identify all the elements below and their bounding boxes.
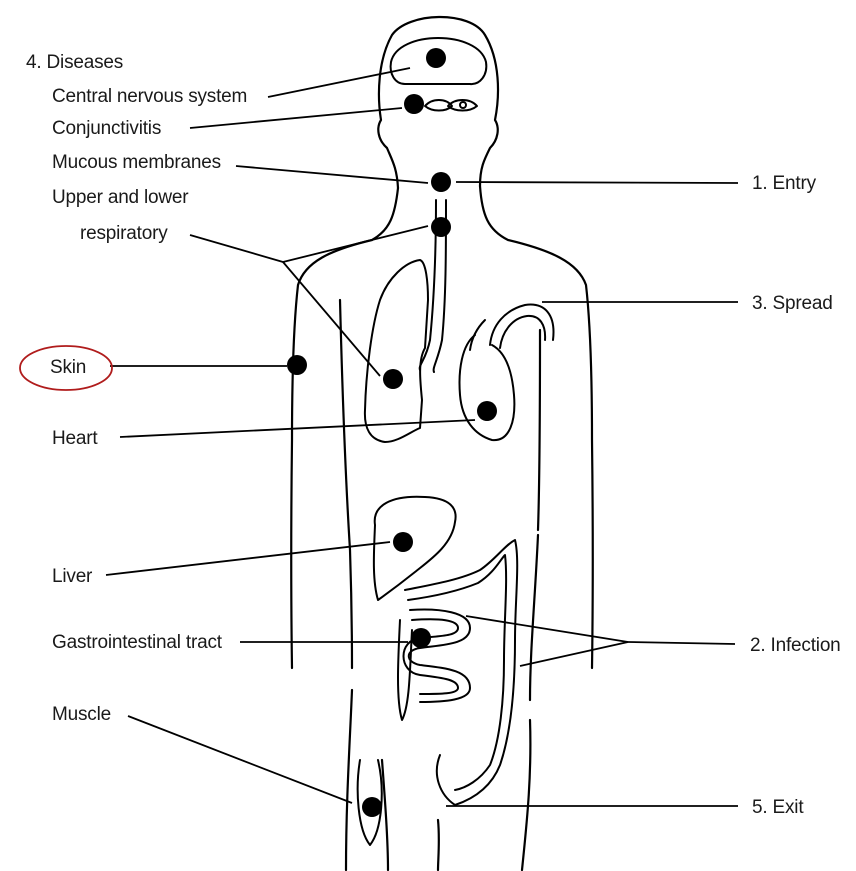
leader-entry [456,182,738,183]
label-liver: Liver [52,566,93,587]
heart [460,335,515,440]
right-armpit [538,330,540,530]
aorta-inner [500,316,545,348]
dot-brain [426,48,446,68]
dot-heart [477,401,497,421]
label-muscle: Muscle [52,704,111,725]
pupil-right [460,102,466,108]
crotch [438,820,439,870]
leader-infection-a [466,616,628,642]
leader-respiratory-a [190,235,283,262]
label-skin: Skin [50,357,86,378]
aorta [490,305,553,345]
leader-liver [106,542,390,575]
label-respiratory-2: respiratory [80,223,168,244]
right-side-outline [480,186,593,668]
label-gi: Gastrointestinal tract [52,632,223,653]
label-spread: 3. Spread [752,293,833,314]
leader-respiratory-b [283,226,428,262]
dot-respiratory [431,217,451,237]
leader-infection-b [520,642,628,666]
leader-conjunctivitis [190,108,402,128]
label-entry: 1. Entry [752,173,817,194]
body-outline [291,17,593,870]
organs [358,200,554,845]
dot-liver [393,532,413,552]
dot-throat [431,172,451,192]
heart-vessel [470,320,485,350]
leader-infection [628,642,735,644]
dot-eye [404,94,424,114]
label-infection: 2. Infection [750,635,841,656]
leader-mucous [236,166,428,183]
dot-gi [411,628,431,648]
label-conjunctivitis: Conjunctivitis [52,118,161,139]
small-intestine [409,610,470,702]
dot-muscle [362,797,382,817]
label-cns: Central nervous system [52,86,247,107]
head-outline [378,17,498,188]
left-leg-inner [382,760,388,870]
right-leg-outer [522,720,530,870]
left-leg-outer [346,690,352,870]
leader-muscle [128,716,352,803]
right-flank [530,535,538,700]
infection-sites [287,48,497,817]
left-armpit [340,300,352,668]
leader-cns [268,68,410,97]
label-respiratory-1: Upper and lower [52,187,189,208]
label-heart: Heart [52,428,98,449]
leader-lines [106,68,738,806]
label-exit: 5. Exit [752,797,804,818]
label-diseases: 4. Diseases [26,52,123,73]
label-mucous: Mucous membranes [52,152,221,173]
dot-lung [383,369,403,389]
leader-heart [120,420,475,437]
dot-skin [287,355,307,375]
liver [374,497,456,600]
lung [365,260,428,442]
